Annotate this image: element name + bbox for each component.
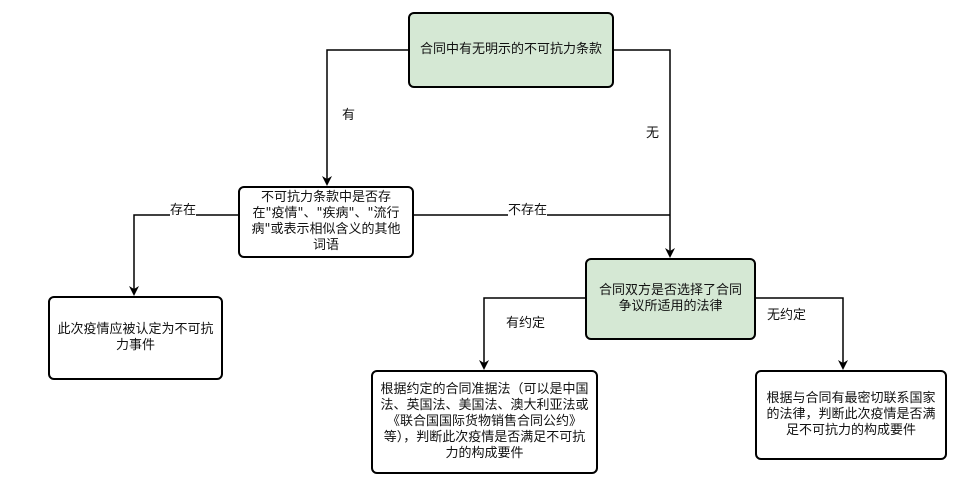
node-law-choice: 合同双方是否选择了合同争议所适用的法律 bbox=[585, 258, 756, 340]
node-root-text: 合同中有无明示的不可抗力条款 bbox=[419, 42, 602, 57]
node-agreed-law: 根据约定的合同准据法（可以是中国法、英国法、美国法、澳大利亚法或《联合国国际货物… bbox=[371, 370, 598, 474]
edge-label-not-exists: 不存在 bbox=[508, 199, 548, 218]
node-agreed-law-text: 根据约定的合同准据法（可以是中国法、英国法、美国法、澳大利亚法或《联合国国际货物… bbox=[380, 382, 589, 461]
node-clause-check: 不可抗力条款中是否存在"疫情"、"疾病"、"流行病"或表示相似含义的其他词语 bbox=[238, 186, 414, 258]
node-clause-check-text: 不可抗力条款中是否存在"疫情"、"疾病"、"流行病"或表示相似含义的其他词语 bbox=[251, 190, 401, 253]
edge-root-to-law bbox=[613, 49, 675, 258]
node-law-choice-text: 合同双方是否选择了合同争议所适用的法律 bbox=[598, 283, 742, 314]
edge-label-exists: 存在 bbox=[170, 199, 197, 218]
edge-label-yes: 有 bbox=[342, 104, 356, 123]
edge-clause-to-force bbox=[129, 214, 238, 296]
edge-label-no: 无 bbox=[646, 122, 660, 141]
node-root: 合同中有无明示的不可抗力条款 bbox=[408, 12, 614, 88]
node-closest-law: 根据与合同有最密切联系国家的法律，判断此次疫情是否满足不可抗力的构成要件 bbox=[755, 370, 947, 460]
edge-law-to-agreed bbox=[479, 297, 585, 370]
edge-label-not-agreed: 无约定 bbox=[767, 304, 807, 323]
node-force-majeure-text: 此次疫情应被认定为不可抗力事件 bbox=[57, 322, 214, 353]
edge-law-to-closest bbox=[755, 297, 848, 370]
node-closest-law-text: 根据与合同有最密切联系国家的法律，判断此次疫情是否满足不可抗力的构成要件 bbox=[766, 391, 936, 438]
edge-root-to-clause bbox=[322, 49, 408, 186]
edge-label-agreed: 有约定 bbox=[506, 312, 546, 331]
node-force-majeure: 此次疫情应被认定为不可抗力事件 bbox=[48, 296, 223, 380]
